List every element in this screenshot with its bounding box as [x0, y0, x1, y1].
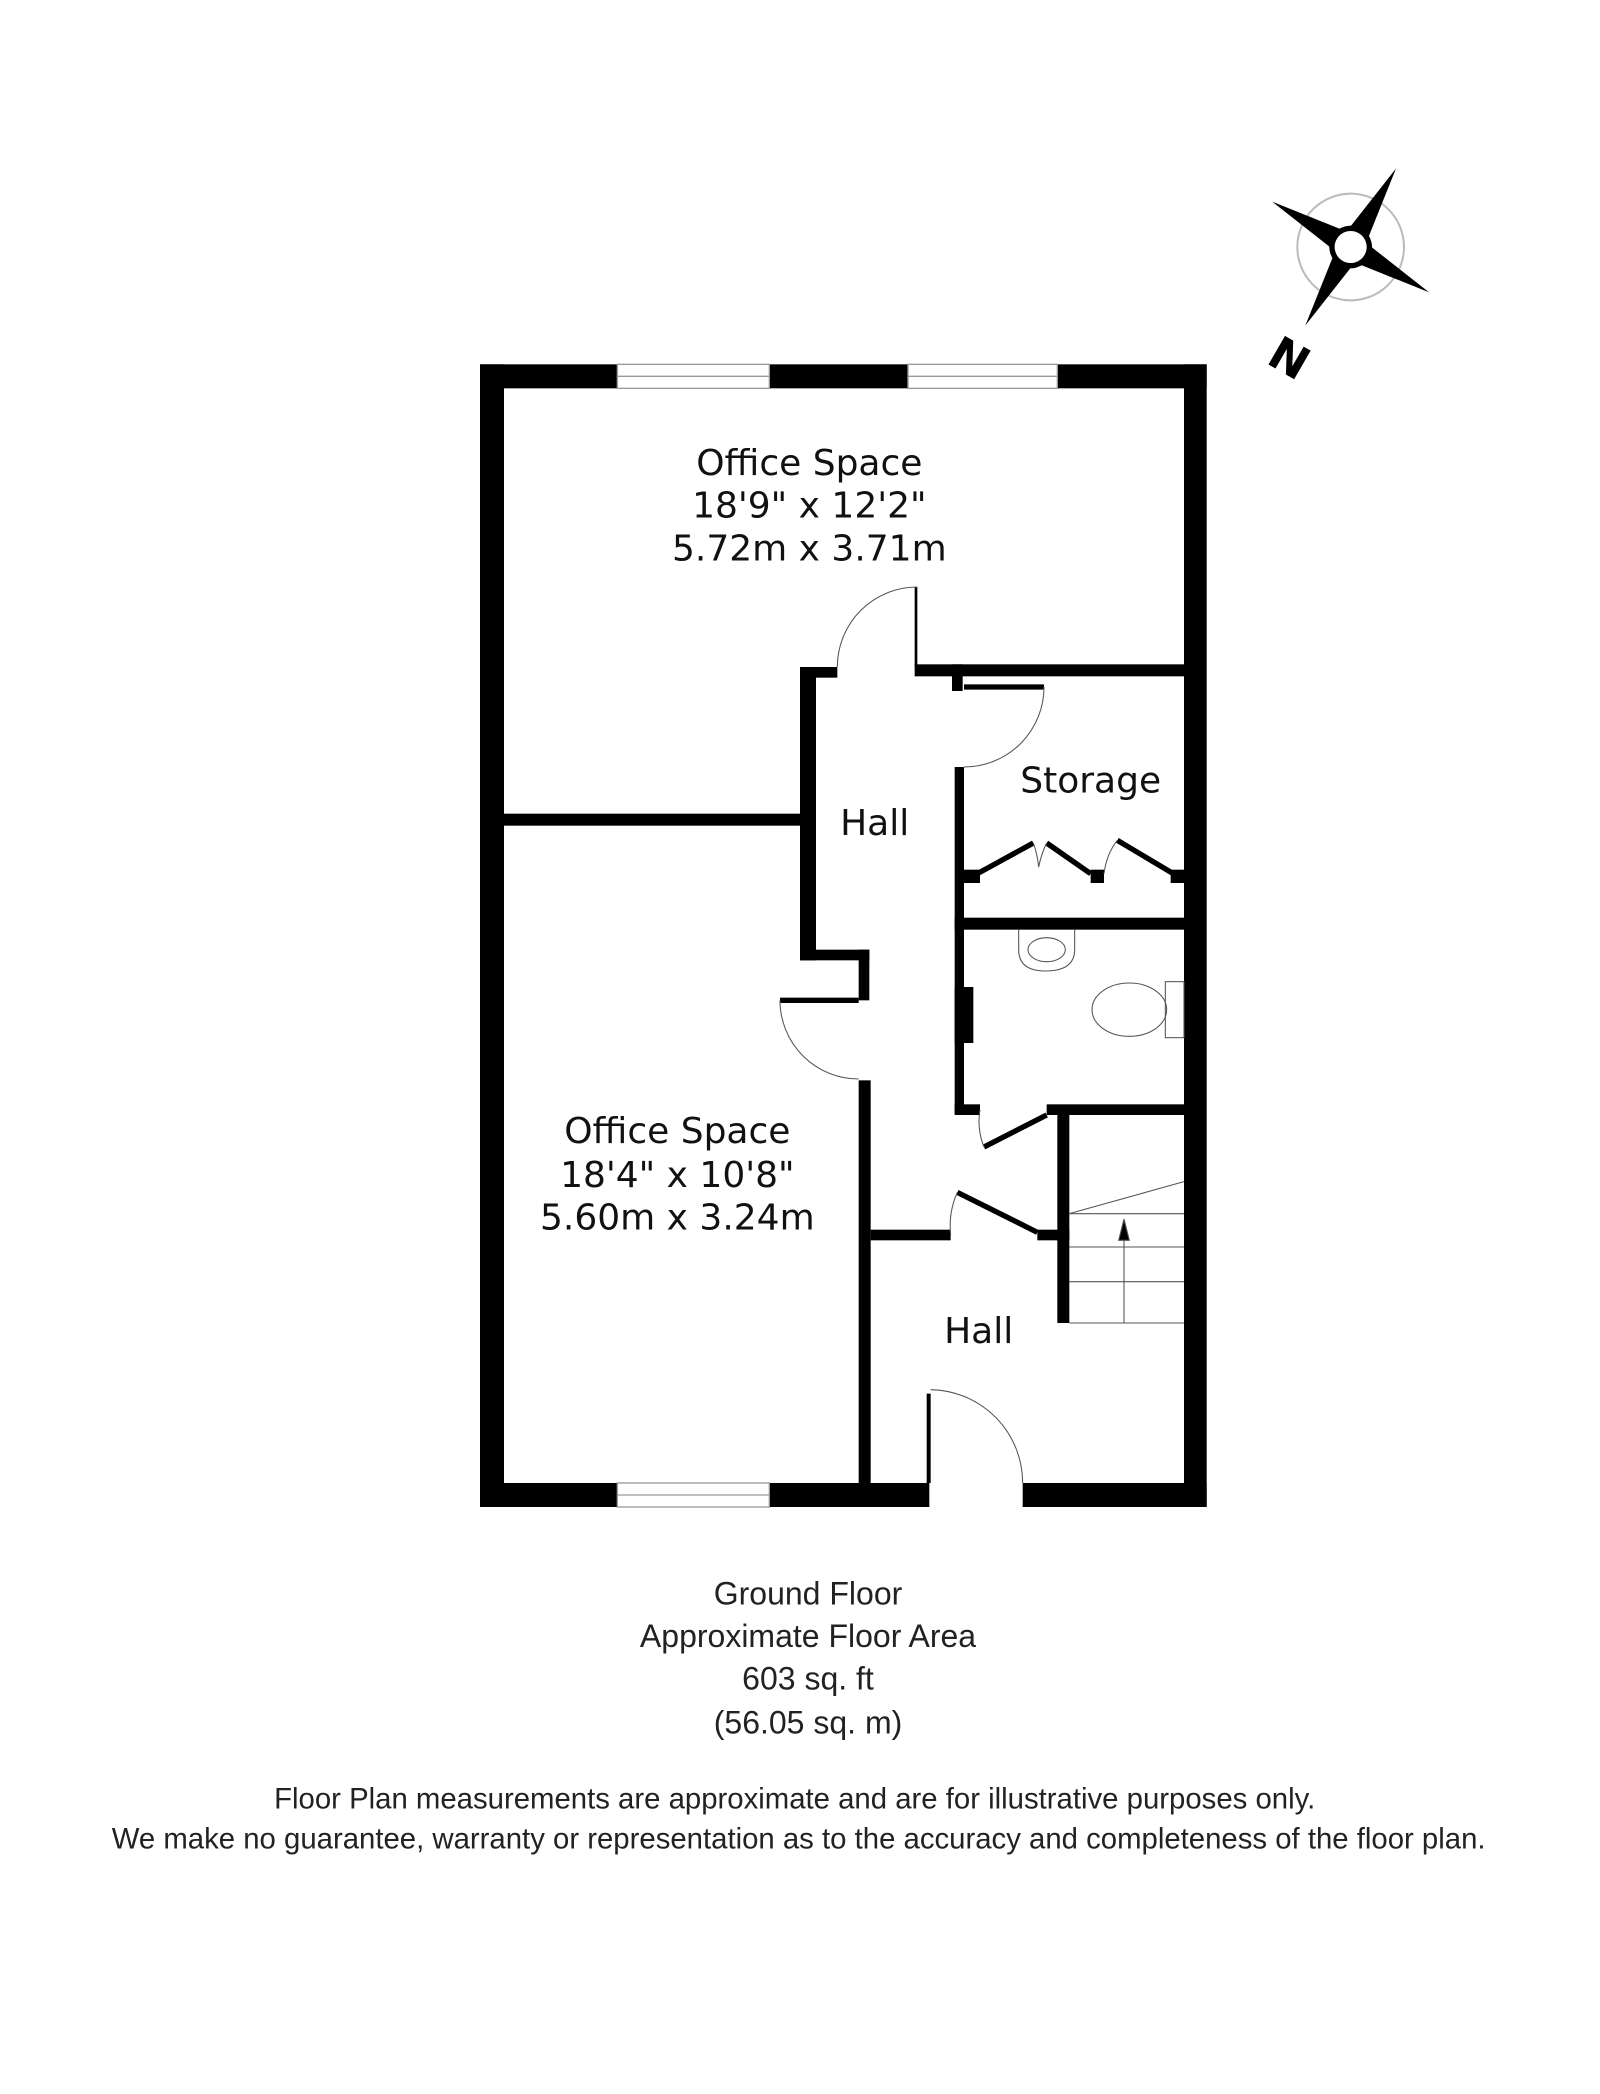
disclaimer: Floor Plan measurements are approximate …: [112, 1782, 1486, 1855]
internal-walls: [504, 587, 1184, 1483]
room-office-bottom: Office Space 18'4" x 10'8" 5.60m x 3.24m: [540, 1111, 815, 1239]
room-metric: 5.60m x 3.24m: [540, 1198, 815, 1239]
area-sqm: (56.05 sq. m): [714, 1705, 903, 1741]
room-storage: Storage: [1020, 760, 1161, 801]
room-hall-upper: Hall: [840, 803, 909, 844]
wc-fixtures: [1018, 929, 1185, 1039]
floor-name: Ground Floor: [714, 1575, 903, 1611]
outer-walls: [480, 364, 1207, 1507]
room-name: Office Space: [564, 1111, 790, 1152]
disclaimer-line-1: Floor Plan measurements are approximate …: [274, 1782, 1315, 1815]
compass-icon: [1272, 168, 1430, 326]
floor-summary: Ground Floor Approximate Floor Area 603 …: [640, 1575, 976, 1740]
compass-north-label: N: [1259, 326, 1318, 391]
room-name: Office Space: [696, 443, 922, 484]
room-office-top: Office Space 18'9" x 12'2" 5.72m x 3.71m: [672, 443, 947, 569]
room-metric: 5.72m x 3.71m: [672, 528, 947, 569]
doors: [779, 586, 1175, 1484]
stairs: [1069, 1181, 1185, 1324]
area-label: Approximate Floor Area: [640, 1618, 976, 1654]
area-sqft: 603 sq. ft: [742, 1661, 874, 1697]
stairs-up-arrow-icon: [1117, 1218, 1131, 1241]
windows: [616, 363, 1058, 1508]
disclaimer-line-2: We make no guarantee, warranty or repres…: [112, 1822, 1486, 1855]
room-imperial: 18'9" x 12'2": [692, 486, 927, 527]
room-hall-lower: Hall: [944, 1311, 1013, 1352]
room-imperial: 18'4" x 10'8": [560, 1155, 795, 1196]
